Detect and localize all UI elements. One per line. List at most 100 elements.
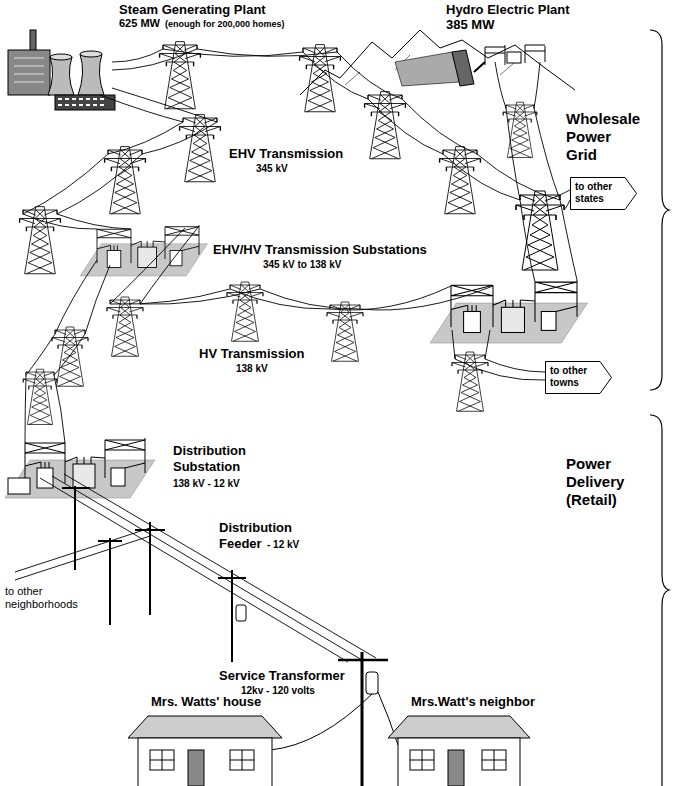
control-house bbox=[8, 478, 30, 494]
switchyard-transformer bbox=[507, 52, 521, 63]
mountains bbox=[300, 30, 575, 95]
label-text: Wholesale Power Grid bbox=[565, 110, 641, 164]
window-frame bbox=[410, 750, 434, 770]
penstock bbox=[474, 62, 485, 72]
bracket bbox=[650, 415, 669, 786]
dam bbox=[452, 50, 474, 86]
power-line bbox=[506, 108, 560, 200]
label-text: HV Transmission bbox=[198, 346, 305, 362]
label-text: Distribution Substation bbox=[172, 443, 247, 474]
power-line bbox=[560, 190, 570, 210]
label-text: EHV/HV Transmission Substations bbox=[212, 242, 428, 258]
feeder bbox=[15, 474, 376, 662]
power-line bbox=[330, 286, 493, 310]
switchyard bbox=[485, 45, 545, 65]
window-frame bbox=[230, 750, 254, 770]
label-text: 345 kV bbox=[255, 163, 289, 175]
branch-wire bbox=[15, 528, 150, 580]
direction-tag: to other states bbox=[570, 177, 637, 210]
power-line bbox=[443, 154, 560, 200]
tag-outline bbox=[546, 362, 612, 394]
power-line bbox=[110, 226, 199, 304]
label-text: 138 kV - 12 kV bbox=[172, 478, 241, 490]
transmission-substation bbox=[430, 280, 588, 343]
roof bbox=[128, 716, 282, 738]
power-lines bbox=[23, 49, 577, 443]
transmission-tower bbox=[52, 327, 88, 386]
utility-pole bbox=[218, 570, 246, 662]
label-text: 385 MW bbox=[445, 17, 495, 33]
cooling-tower-top bbox=[50, 54, 72, 60]
window-frame bbox=[150, 750, 174, 770]
direction-tag: to other towns bbox=[545, 361, 612, 394]
label-text: Hydro Electric Plant bbox=[445, 2, 571, 18]
window-frame bbox=[482, 750, 506, 770]
pole-transformer bbox=[236, 605, 246, 621]
power-line bbox=[23, 154, 142, 214]
service-transformer bbox=[366, 672, 378, 694]
plant-building bbox=[8, 50, 50, 95]
power-line bbox=[452, 330, 490, 359]
label-text: 625 MW bbox=[118, 17, 161, 30]
transmission-tower bbox=[452, 352, 488, 411]
label-text: Steam Generating Plant bbox=[118, 2, 267, 18]
cooling-tower bbox=[78, 54, 104, 95]
transmission-tower bbox=[327, 302, 363, 361]
power-line bbox=[230, 289, 360, 309]
label-text: Service Transformer bbox=[218, 668, 346, 684]
service-pole bbox=[361, 652, 364, 786]
windows bbox=[58, 99, 104, 105]
transmission-substation bbox=[80, 225, 208, 276]
power-line bbox=[455, 359, 545, 380]
transmission-tower bbox=[503, 102, 537, 157]
power-line bbox=[495, 62, 540, 108]
power-line bbox=[25, 375, 65, 443]
transmission-tower bbox=[107, 297, 143, 356]
tag-outline bbox=[571, 178, 637, 210]
cooling-tower bbox=[48, 57, 74, 95]
label-text: Power Delivery (Retail) bbox=[565, 455, 625, 509]
transmission-tower bbox=[23, 369, 57, 424]
power-line bbox=[26, 334, 85, 375]
label-text: EHV Transmission bbox=[228, 146, 344, 162]
house-wall bbox=[138, 738, 272, 786]
power-line bbox=[520, 200, 577, 282]
power-line bbox=[100, 88, 217, 122]
power-line bbox=[108, 122, 217, 154]
transmission-tower bbox=[20, 207, 61, 274]
transmission-tower bbox=[227, 282, 263, 341]
door bbox=[448, 750, 464, 786]
tag-text: to other states bbox=[575, 181, 621, 205]
utility-pole bbox=[135, 522, 165, 615]
power-line bbox=[368, 99, 477, 154]
label-text: (enough for 200,000 homes) bbox=[164, 19, 286, 30]
power-line bbox=[110, 289, 260, 304]
power-line bbox=[303, 52, 402, 99]
label-text: 345 kV to 138 kV bbox=[262, 259, 342, 271]
roof bbox=[388, 716, 530, 738]
door bbox=[188, 750, 204, 786]
label-text: to other neighborhoods bbox=[4, 585, 94, 611]
power-line bbox=[55, 260, 110, 334]
crossarm bbox=[338, 659, 388, 662]
window bbox=[230, 750, 254, 770]
power-line bbox=[163, 49, 337, 56]
transmission-tower bbox=[516, 191, 564, 270]
window bbox=[410, 750, 434, 770]
reservoir bbox=[395, 52, 460, 86]
label-text: Mrs. Watts' house bbox=[150, 694, 262, 710]
cooling-tower-top bbox=[80, 51, 102, 57]
house-wall bbox=[398, 738, 520, 786]
utility-pole bbox=[62, 486, 90, 570]
transmission-tower bbox=[180, 115, 221, 182]
power-line bbox=[23, 214, 131, 229]
label-text: - 12 kV bbox=[266, 539, 300, 551]
window bbox=[482, 750, 506, 770]
label-text: 138 kV bbox=[235, 363, 269, 375]
smoke-stack bbox=[30, 30, 36, 52]
label-text: Mrs.Watt's neighbor bbox=[410, 694, 536, 710]
building-lines bbox=[14, 58, 44, 82]
bracket bbox=[650, 30, 669, 390]
window bbox=[150, 750, 174, 770]
